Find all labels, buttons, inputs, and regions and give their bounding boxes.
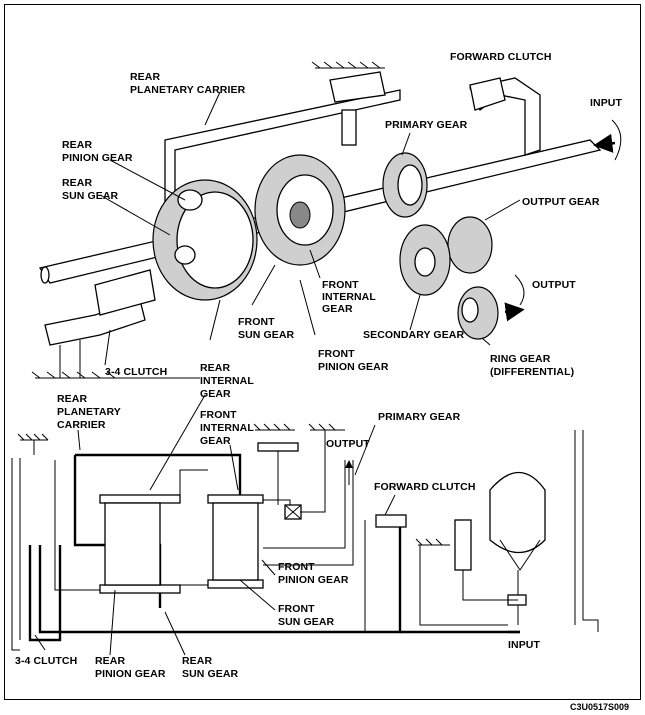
top-labels: FORWARD CLUTCH REAR PLANETARY CARRIER IN… (62, 51, 622, 400)
label-rear-pinion-gear-bottom-2: PINION GEAR (95, 668, 166, 680)
label-rear-planetary-carrier-top: REAR (130, 71, 160, 83)
front-pinion-gear (212, 502, 259, 581)
label-rear-pinion-gear-top: REAR (62, 139, 92, 151)
label-front-internal-gear-bottom: FRONT (200, 409, 237, 421)
label-front-sun-gear-bottom: FRONT (278, 603, 315, 615)
label-rear-sun-gear-bottom-2: SUN GEAR (182, 668, 239, 680)
label-front-internal-gear-top: FRONT (322, 279, 359, 291)
label-rear-sun-gear-top: REAR (62, 177, 92, 189)
label-output-top: OUTPUT (532, 279, 576, 291)
label-input-top: INPUT (590, 97, 622, 109)
output-gear (447, 216, 493, 274)
label-rear-internal-gear-top: REAR (200, 362, 230, 374)
label-rear-sun-gear-top-2: SUN GEAR (62, 190, 119, 202)
label-3-4-clutch-top: 3-4 CLUTCH (105, 366, 167, 378)
pump-block (454, 519, 472, 571)
label-ring-gear-top-2: (DIFFERENTIAL) (490, 366, 574, 378)
label-front-internal-gear-bottom-3: GEAR (200, 435, 231, 447)
label-front-pinion-gear-bottom-2: PINION GEAR (278, 574, 349, 586)
label-output-bottom: OUTPUT (326, 438, 370, 450)
label-rear-planetary-carrier-bottom-2: PLANETARY (57, 406, 121, 418)
schematic-diagram (11, 394, 599, 656)
label-rear-planetary-carrier-bottom: REAR (57, 393, 87, 405)
label-front-sun-gear-bottom-2: SUN GEAR (278, 616, 335, 628)
primary-gear-block (257, 442, 299, 452)
bottom-labels: REAR PLANETARY CARRIER FRONT INTERNAL GE… (15, 393, 540, 680)
clutch-34-housing (44, 299, 146, 346)
label-rear-pinion-gear-bottom: REAR (95, 655, 125, 667)
rear-internal-gear-upper (99, 494, 181, 504)
label-front-sun-gear-top: FRONT (238, 316, 275, 328)
label-front-sun-gear-top-2: SUN GEAR (238, 329, 295, 341)
label-primary-gear-bottom: PRIMARY GEAR (378, 411, 461, 423)
forward-clutch-block (375, 514, 407, 528)
label-forward-clutch-bottom: FORWARD CLUTCH (374, 481, 476, 493)
cutaway-illustration (31, 61, 622, 379)
label-input-bottom: INPUT (508, 639, 540, 651)
label-secondary-gear-top: SECONDARY GEAR (363, 329, 464, 341)
label-rear-sun-gear-bottom: REAR (182, 655, 212, 667)
rear-internal-gear-lower (99, 584, 181, 594)
label-front-pinion-gear-top: FRONT (318, 348, 355, 360)
label-primary-gear-top: PRIMARY GEAR (385, 119, 468, 131)
label-rear-internal-gear-top-3: GEAR (200, 388, 231, 400)
label-output-gear-top: OUTPUT GEAR (522, 196, 600, 208)
label-front-internal-gear-bottom-2: INTERNAL (200, 422, 254, 434)
label-rear-planetary-carrier-bottom-3: CARRIER (57, 419, 106, 431)
label-forward-clutch-top: FORWARD CLUTCH (450, 51, 552, 63)
rear-pinion-gear (104, 502, 161, 586)
label-front-internal-gear-top-3: GEAR (322, 303, 353, 315)
label-rear-pinion-gear-top-2: PINION GEAR (62, 152, 133, 164)
label-ring-gear-top: RING GEAR (490, 353, 551, 365)
label-rear-internal-gear-top-2: INTERNAL (200, 375, 254, 387)
label-3-4-clutch-bottom: 3-4 CLUTCH (15, 655, 77, 667)
label-rear-planetary-carrier-top-2: PLANETARY CARRIER (130, 84, 246, 96)
torque-converter (489, 472, 546, 553)
diagram-frame (4, 4, 641, 700)
label-front-pinion-gear-top-2: PINION GEAR (318, 361, 389, 373)
front-sun-gear-block (207, 579, 264, 589)
figure-code: C3U0517S009 (570, 702, 629, 712)
power-path (28, 545, 62, 642)
front-internal-gear-block (207, 494, 264, 504)
label-front-internal-gear-top-2: INTERNAL (322, 291, 376, 303)
ground-symbol (17, 433, 49, 441)
label-front-pinion-gear-bottom: FRONT (278, 561, 315, 573)
